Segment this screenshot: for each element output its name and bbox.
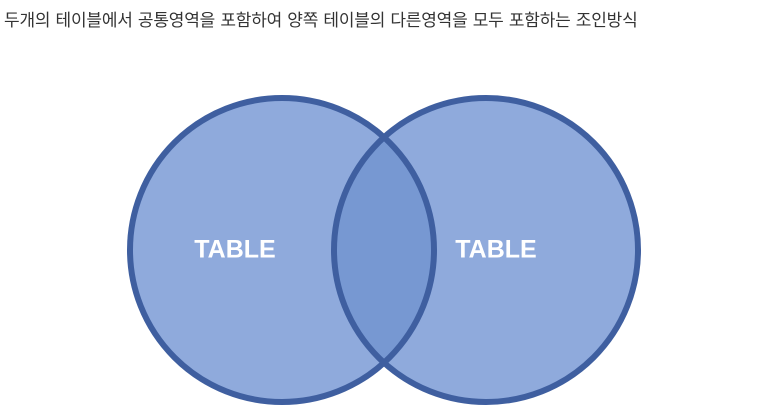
intersection-region	[334, 98, 434, 402]
left-set-label: TABLE	[194, 236, 275, 264]
left-set-outline	[127, 95, 437, 405]
diagram-caption: 두개의 테이블에서 공통영역을 포함하여 양쪽 테이블의 다른영역을 모두 포함…	[4, 11, 638, 31]
right-set-outline	[331, 95, 641, 405]
right-set-label: TABLE	[455, 236, 536, 264]
